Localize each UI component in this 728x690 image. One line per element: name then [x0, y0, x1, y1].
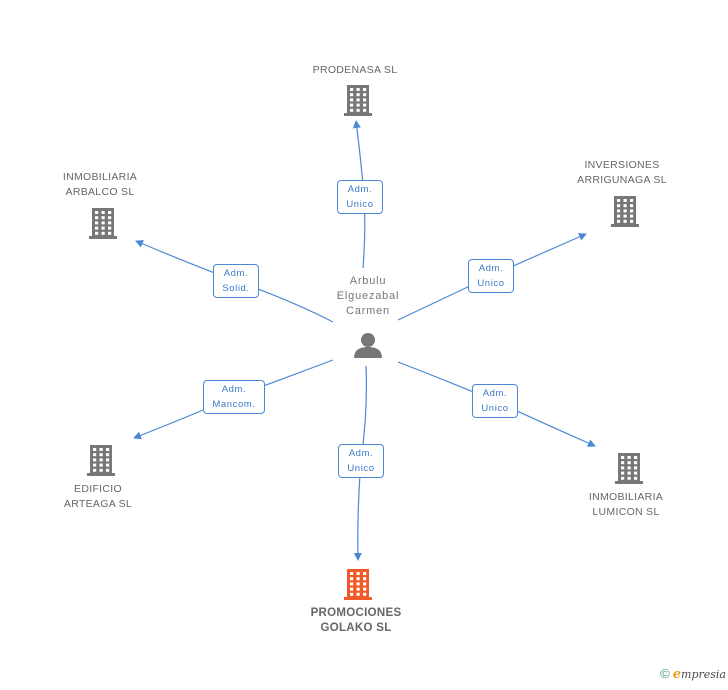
node-label-line: LUMICON SL	[592, 506, 660, 518]
node-label-line: INVERSIONES	[584, 159, 660, 171]
node-label-line: ARTEAGA SL	[63, 498, 133, 510]
node-label-line: PRODENASA SL	[312, 64, 398, 76]
edge-role-line: Unico	[477, 278, 505, 289]
edge-role-line: Adm.	[482, 388, 508, 399]
node-label-line: ARRIGUNAGA SL	[577, 174, 667, 186]
edge-role-line: Adm.	[347, 184, 373, 195]
brand-logo: empresia	[672, 667, 726, 682]
edge-badge-arbalco: Adm. Solid.	[213, 264, 259, 298]
edge-role-line: Mancom.	[212, 399, 256, 410]
edge-badge-inversiones: Adm. Unico	[468, 259, 514, 293]
edge-role-line: Adm.	[478, 263, 504, 274]
edge-role-line: Adm.	[221, 384, 247, 395]
edge-badge-golako: Adm. Unico	[338, 444, 384, 478]
center-name-line-2: Elguezabal	[336, 290, 400, 302]
node-label-lumicon[interactable]: INMOBILIARIA LUMICON SL	[566, 490, 686, 520]
node-label-inversiones[interactable]: INVERSIONES ARRIGUNAGA SL	[562, 158, 682, 188]
node-label-line: PROMOCIONES	[310, 607, 402, 619]
center-name-line-3: Carmen	[346, 305, 390, 317]
edge-role-line: Unico	[481, 403, 509, 414]
building-icon-arteaga[interactable]	[87, 445, 115, 476]
edge-role-line: Solid.	[222, 283, 250, 294]
person-icon[interactable]	[354, 333, 382, 358]
copyright-icon: ©	[660, 666, 670, 681]
footer-brand: © empresia	[660, 666, 726, 682]
node-label-golako[interactable]: PROMOCIONES GOLAKO SL	[296, 606, 416, 636]
node-label-prodenasa[interactable]: PRODENASA SL	[295, 63, 415, 78]
node-label-line: GOLAKO SL	[320, 622, 392, 634]
edge-badge-arteaga: Adm. Mancom.	[203, 380, 265, 414]
edge-role-line: Unico	[347, 463, 375, 474]
edge-badge-lumicon: Adm. Unico	[472, 384, 518, 418]
edge-badge-prodenasa: Adm. Unico	[337, 180, 383, 214]
node-label-line: INMOBILIARIA	[588, 491, 664, 503]
center-person-label: Arbulu Elguezabal Carmen	[318, 274, 418, 319]
building-icon-inversiones[interactable]	[611, 196, 639, 227]
building-icon-lumicon[interactable]	[615, 453, 643, 484]
node-label-line: EDIFICIO	[74, 483, 122, 495]
node-label-line: INMOBILIARIA	[62, 171, 138, 183]
node-label-arteaga[interactable]: EDIFICIO ARTEAGA SL	[38, 482, 158, 512]
building-icon-prodenasa[interactable]	[344, 85, 372, 116]
node-label-arbalco[interactable]: INMOBILIARIA ARBALCO SL	[40, 170, 160, 200]
node-label-line: ARBALCO SL	[65, 186, 135, 198]
building-icon-golako[interactable]	[344, 569, 372, 600]
edge-role-line: Adm.	[348, 448, 374, 459]
building-icon-arbalco[interactable]	[89, 208, 117, 239]
edge-role-line: Unico	[346, 199, 374, 210]
edge-role-line: Adm.	[223, 268, 249, 279]
center-name-line-1: Arbulu	[349, 275, 387, 287]
